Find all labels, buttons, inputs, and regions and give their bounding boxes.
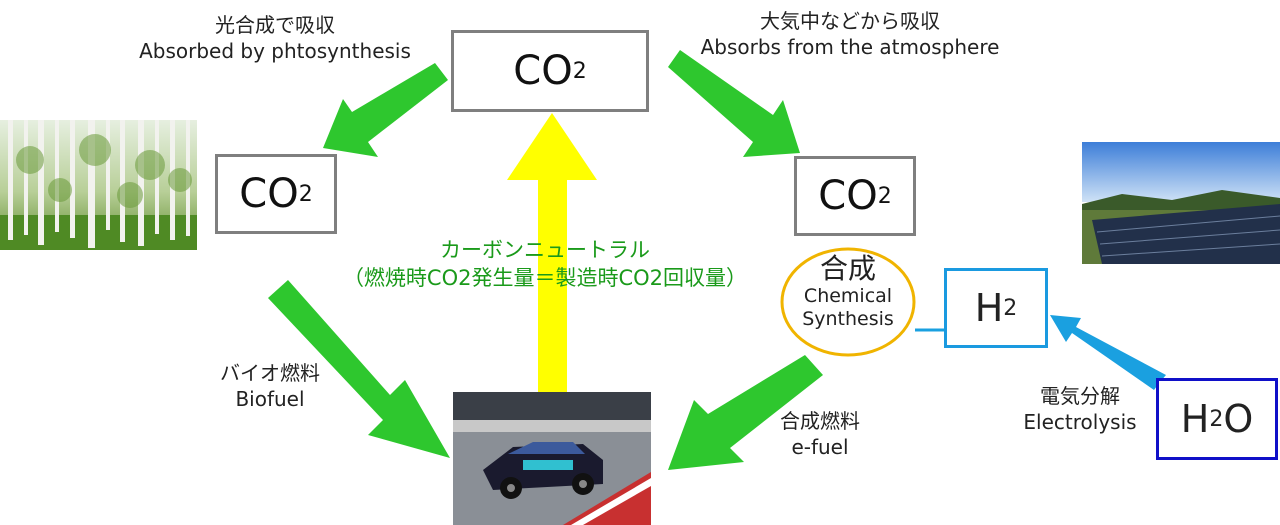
efuel-label: 合成燃料 e-fuel [760, 408, 880, 460]
carbon-neutral-label-detail: （燃焼時CO2発生量＝製造時CO2回収量） [342, 266, 748, 290]
carbon-neutral-label-jp: カーボンニュートラル [440, 238, 650, 262]
h2o-tail: O [1223, 397, 1254, 441]
co2-left-sub: 2 [298, 181, 313, 207]
co2-right-text: CO [818, 173, 878, 219]
co2-main-sub: 2 [572, 58, 587, 84]
efuel-arrow [668, 355, 823, 470]
electrolysis-label: 電気分解 Electrolysis [1010, 383, 1150, 435]
co2-right-sub: 2 [877, 183, 892, 209]
h2-text: H [974, 286, 1004, 330]
electrolysis-label-jp: 電気分解 [1040, 384, 1120, 408]
biofuel-arrow [268, 280, 450, 458]
carbon-neutral-label: カーボンニュートラル （燃焼時CO2発生量＝製造時CO2回収量） [330, 236, 760, 292]
efuel-label-jp: 合成燃料 [780, 409, 860, 433]
synthesis-label-en-2: Synthesis [802, 308, 894, 330]
efuel-label-en: e-fuel [791, 435, 849, 459]
electrolysis-arrow [1050, 315, 1166, 390]
solar-panel-photo [1082, 142, 1280, 264]
synthesis-ellipse [780, 247, 916, 357]
biofuel-label: バイオ燃料 Biofuel [215, 360, 325, 412]
atmosphere-label-jp: 大気中などから吸収 [760, 9, 940, 33]
h2o-text: H [1180, 397, 1210, 441]
atmosphere-label-en: Absorbs from the atmosphere [700, 35, 1000, 59]
biofuel-label-en: Biofuel [235, 387, 305, 411]
photosynthesis-label-jp: 光合成で吸収 [215, 13, 335, 37]
h2o-sub: 2 [1209, 406, 1224, 432]
photosynthesis-arrow [323, 63, 448, 157]
forest-photo [0, 120, 197, 250]
biofuel-label-jp: バイオ燃料 [220, 361, 320, 385]
synthesis-label-jp: 合成 [819, 252, 876, 285]
carbon-neutral-arrow [507, 113, 597, 395]
co2-left-text: CO [239, 171, 299, 217]
h2-sub: 2 [1003, 295, 1018, 321]
electrolysis-label-en: Electrolysis [1023, 410, 1137, 434]
atmosphere-arrow [668, 50, 800, 157]
co2-main-text: CO [513, 48, 573, 94]
race-car-photo [453, 392, 651, 525]
synthesis-label: 合成 Chemical Synthesis [782, 253, 914, 331]
atmosphere-label: 大気中などから吸収 Absorbs from the atmosphere [665, 8, 1035, 60]
photosynthesis-label-en: Absorbed by phtosynthesis [139, 39, 411, 63]
synthesis-label-en-1: Chemical [803, 285, 893, 307]
photosynthesis-label: 光合成で吸収 Absorbed by phtosynthesis [110, 12, 440, 64]
